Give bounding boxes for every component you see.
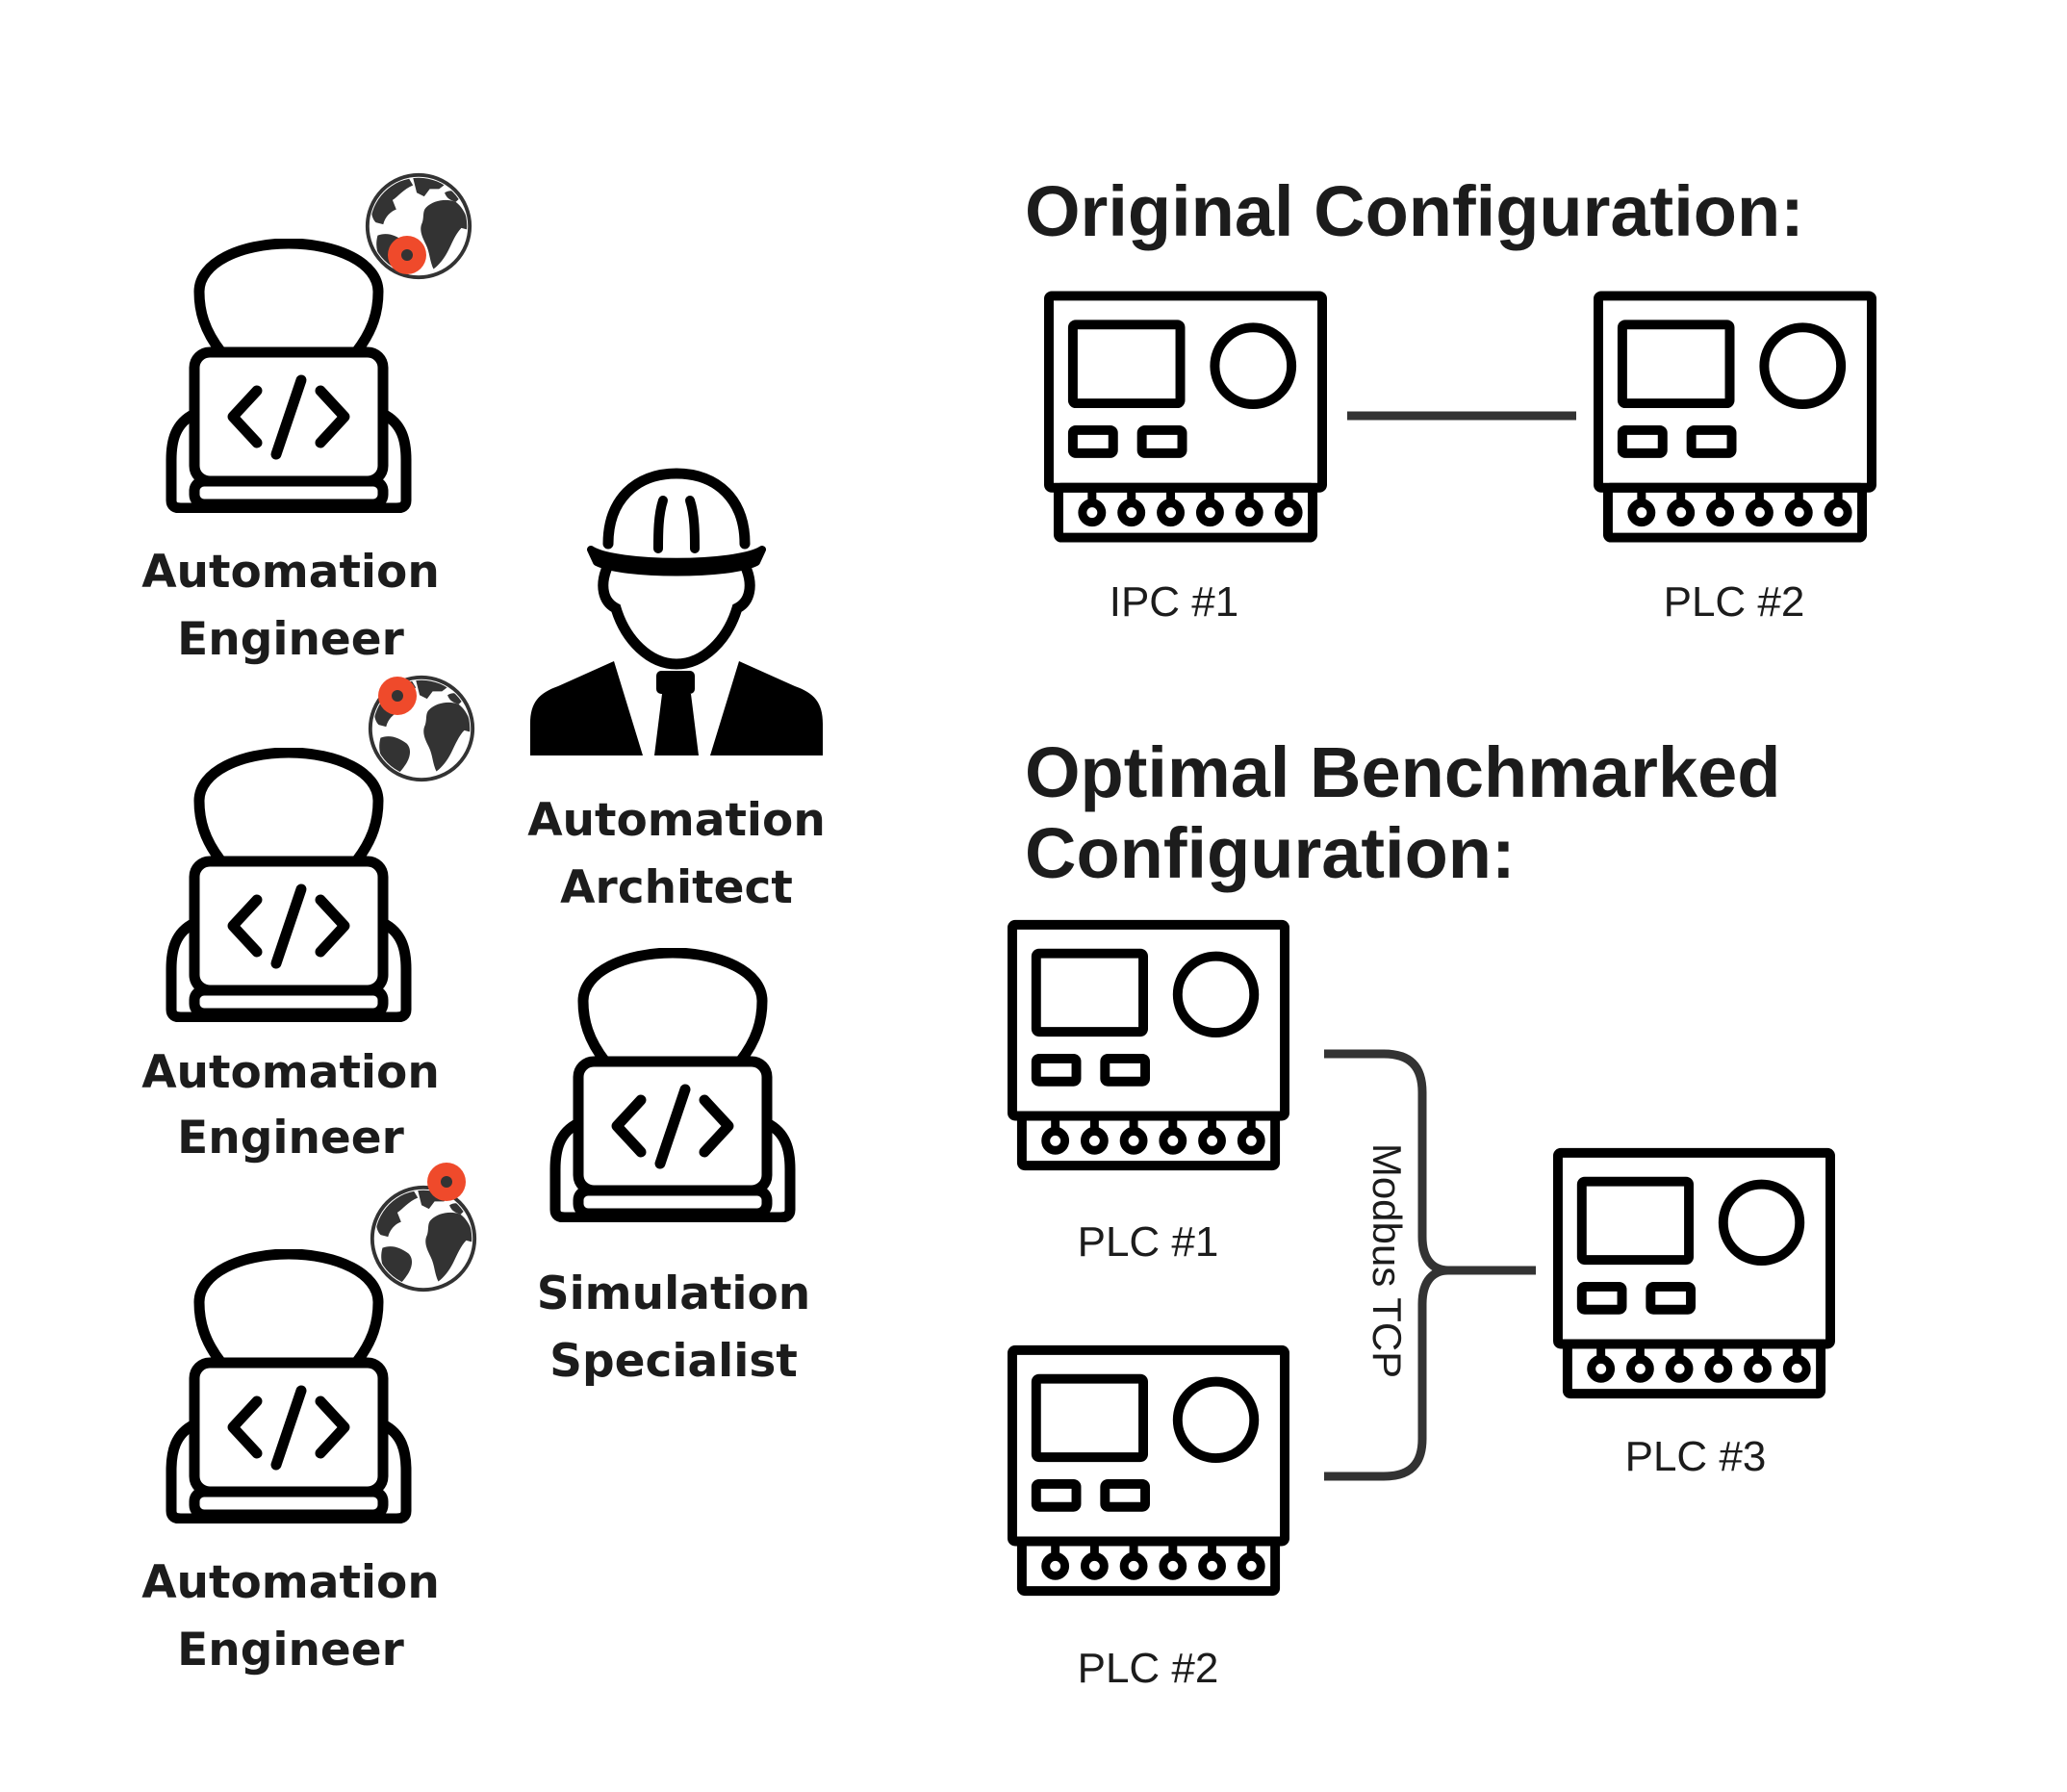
device-plc-3: PLC #3 xyxy=(1558,1153,1830,1480)
section-heading: Original Configuration: xyxy=(1025,171,1804,251)
location-pin-icon xyxy=(388,236,426,274)
globe-icon xyxy=(372,1188,474,1290)
device-plc-1: PLC #1 xyxy=(1012,925,1285,1266)
device-label: PLC #1 xyxy=(1078,1218,1219,1266)
modbus-tcp-label: Modbus TCP xyxy=(1365,1143,1410,1378)
globe-location-pin-icon xyxy=(368,175,470,277)
role-title-line2: Specialist xyxy=(549,1335,798,1388)
device-plc-2: PLC #2 xyxy=(1598,295,1872,626)
modbus-bracket-connector: Modbus TCP xyxy=(1324,1049,1536,1481)
device-label: PLC #2 xyxy=(1664,578,1805,626)
controller-device-icon xyxy=(1049,295,1322,537)
section-heading-line2: Configuration: xyxy=(1025,813,1516,893)
optimal-configuration-section: Optimal Benchmarked Configuration: PLC #… xyxy=(1012,732,1830,1692)
device-label: IPC #1 xyxy=(1110,578,1239,626)
location-pin-icon xyxy=(427,1163,466,1201)
globe-location-pin-icon xyxy=(372,1163,474,1290)
role-title-line1: Simulation xyxy=(537,1267,811,1320)
hardhat-businessman-icon xyxy=(530,468,823,755)
team-member-simulation-specialist: Simulation Specialist xyxy=(537,953,811,1388)
device-label: PLC #3 xyxy=(1625,1433,1767,1480)
controller-device-icon xyxy=(1012,1350,1285,1591)
team-member-engineer-3: Automation Engineer xyxy=(141,1163,474,1677)
device-label: PLC #2 xyxy=(1078,1645,1219,1692)
role-title-line2: Architect xyxy=(560,861,793,914)
device-plc-2: PLC #2 xyxy=(1012,1350,1285,1692)
controller-device-icon xyxy=(1012,925,1285,1165)
globe-location-pin-icon xyxy=(370,677,472,780)
device-ipc-1: IPC #1 xyxy=(1049,295,1322,626)
developer-laptop-icon xyxy=(171,753,406,1017)
developer-laptop-icon xyxy=(171,243,406,508)
role-title-line2: Engineer xyxy=(177,1624,405,1677)
role-title-line1: Automation xyxy=(527,794,826,847)
role-title-line1: Automation xyxy=(141,1556,440,1609)
team-member-architect: Automation Architect xyxy=(527,468,826,914)
role-title-line2: Engineer xyxy=(177,613,405,666)
role-title-line2: Engineer xyxy=(177,1112,405,1165)
controller-device-icon xyxy=(1558,1153,1830,1394)
section-heading-line1: Optimal Benchmarked xyxy=(1025,732,1780,812)
team-member-engineer-1: Automation Engineer xyxy=(141,175,470,666)
controller-device-icon xyxy=(1598,295,1872,537)
developer-laptop-icon xyxy=(171,1254,406,1519)
developer-laptop-icon xyxy=(555,953,790,1217)
location-pin-icon xyxy=(378,677,417,715)
role-title-line1: Automation xyxy=(141,1046,440,1099)
original-configuration-section: Original Configuration: IPC #1 PLC #2 xyxy=(1025,171,1872,626)
team-member-engineer-2: Automation Engineer xyxy=(141,677,472,1165)
role-title-line1: Automation xyxy=(141,546,440,599)
